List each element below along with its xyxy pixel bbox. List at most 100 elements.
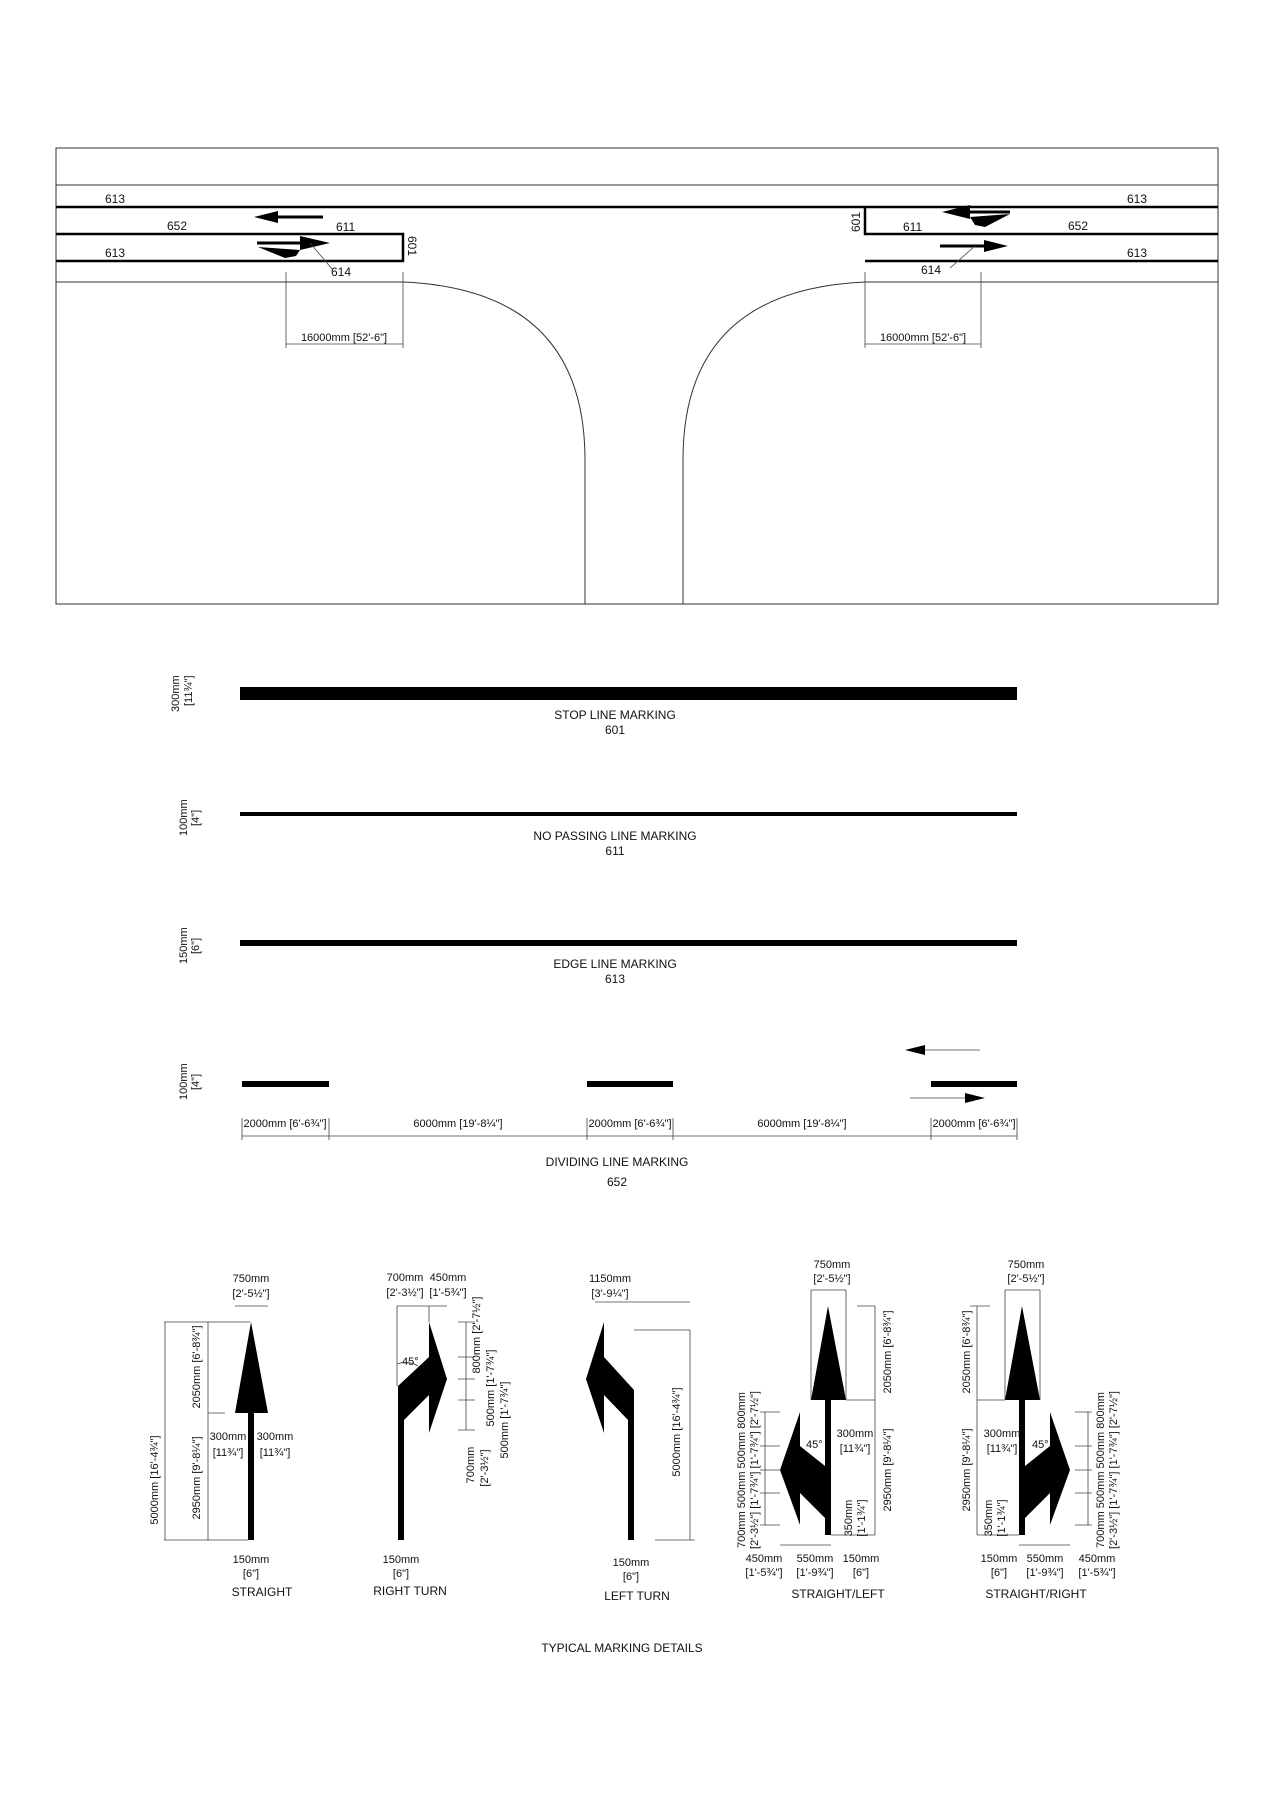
- dim-label: 150mm: [383, 1554, 420, 1566]
- dim-label: [11¾"]: [987, 1443, 1018, 1455]
- dim-label: 150mm: [843, 1553, 880, 1565]
- right-approach-lines: [863, 207, 1218, 236]
- marking-title: NO PASSING LINE MARKING: [533, 829, 696, 843]
- label-611: 611: [903, 220, 922, 234]
- dim-label: 700mm: [465, 1447, 477, 1484]
- dim-label: [6"]: [243, 1568, 259, 1580]
- label-614: 614: [331, 265, 351, 279]
- dim-label: 350mm: [843, 1500, 855, 1537]
- dim-label: [6"]: [853, 1567, 869, 1579]
- dim-label: 800mm [2'-7½"]: [471, 1297, 483, 1374]
- dim-label: [1'-9¾"]: [796, 1567, 833, 1579]
- dimension-label: 6000mm [19'-8¼"]: [413, 1118, 502, 1130]
- dim-label: 2050mm [6'-8¾"]: [191, 1325, 203, 1408]
- dim-label: [2'-3½"]: [386, 1287, 423, 1299]
- no-passing-line: [240, 812, 1017, 816]
- dim-label: 300mm: [257, 1431, 294, 1443]
- plan-arrow-right-eastbound: [940, 240, 1008, 252]
- straight-left-arrow-icon: [811, 1306, 846, 1400]
- angle-label: 45°: [806, 1439, 823, 1451]
- dim-label: 300mm: [210, 1431, 247, 1443]
- dim-label: [11¾"]: [260, 1447, 291, 1459]
- dim-label: 500mm [1'-7¾"]: [499, 1382, 511, 1459]
- dim-label: [11¾"]: [213, 1447, 244, 1459]
- arrow-straight-right-detail: 750mm [2'-5½"] 2050mm [6'-8¾"] 2950mm [9…: [961, 1259, 1120, 1601]
- dim-label: 5000mm [16'-4¾"]: [149, 1435, 161, 1524]
- arrow-right-turn-detail: 700mm [2'-3½"] 450mm [1'-5¾"] 800mm [2'-…: [373, 1272, 511, 1598]
- dim-label: 700mm: [387, 1272, 424, 1284]
- dimension-label: 16000mm [52'-6"]: [880, 332, 966, 344]
- curb-right: [682, 281, 866, 604]
- arrow-label: RIGHT TURN: [373, 1584, 447, 1598]
- dim-label: [6"]: [623, 1571, 639, 1583]
- dim-label: [3'-9¼"]: [591, 1288, 628, 1300]
- width-label: [6"]: [190, 938, 202, 954]
- leader-614-left: [309, 242, 334, 271]
- dimension-label: 6000mm [19'-8¼"]: [757, 1118, 846, 1130]
- marking-title: EDGE LINE MARKING: [553, 957, 676, 971]
- label-613: 613: [105, 192, 125, 206]
- dim-label: 550mm: [797, 1553, 834, 1565]
- dim-label: 500mm [1'-7¾"]: [485, 1350, 497, 1427]
- label-613: 613: [1127, 246, 1147, 260]
- label-611: 611: [336, 220, 355, 234]
- width-label: 150mm: [178, 927, 190, 964]
- arrow-straight-detail: 750mm [2'-5½"] 5000mm [16'-4¾"] 2050mm […: [149, 1273, 293, 1599]
- dim-label: [11¾"]: [840, 1443, 871, 1455]
- marking-title: DIVIDING LINE MARKING: [546, 1155, 689, 1169]
- dim-label: [2'-3½"]: [479, 1449, 491, 1486]
- plan-arrow-left-combo-614: [257, 236, 330, 258]
- dim-label: [1'-5¾"]: [1078, 1567, 1115, 1579]
- label-601: 601: [849, 212, 863, 232]
- marking-code: 652: [607, 1175, 627, 1189]
- stop-line-detail: 300mm [11¾"] STOP LINE MARKING 601: [170, 675, 1017, 737]
- dim-label: [1'-1¾"]: [996, 1499, 1008, 1536]
- width-label: [4"]: [190, 810, 202, 826]
- arrow-left-icon: [905, 1045, 925, 1055]
- dim-label: 2050mm [6'-8¾"]: [882, 1310, 894, 1393]
- arrow-label: LEFT TURN: [604, 1589, 670, 1603]
- dim-label: 550mm: [1027, 1553, 1064, 1565]
- dim-label: 700mm 500mm 500mm 800mm: [1095, 1392, 1107, 1548]
- dim-label: 150mm: [981, 1553, 1018, 1565]
- marking-title: STOP LINE MARKING: [554, 708, 676, 722]
- dim-label: 750mm: [1008, 1259, 1045, 1271]
- curb-left: [402, 281, 586, 604]
- marking-code: 613: [605, 972, 625, 986]
- marking-code: 601: [605, 723, 625, 737]
- dimension-label: 2000mm [6'-6¾"]: [932, 1118, 1015, 1130]
- angle-label: 45°: [402, 1356, 419, 1368]
- no-passing-line-detail: 100mm [4"] NO PASSING LINE MARKING 611: [178, 799, 1017, 858]
- label-613: 613: [105, 246, 125, 260]
- label-614: 614: [921, 263, 941, 277]
- width-label: 100mm: [178, 1063, 190, 1100]
- width-label: [11¾"]: [183, 675, 195, 706]
- dim-label: 2950mm [9'-8¼"]: [191, 1436, 203, 1519]
- dim-label: 450mm: [746, 1553, 783, 1565]
- dim-label: 750mm: [814, 1259, 851, 1271]
- right-turn-arrow-icon: [398, 1322, 447, 1540]
- dim-label: 300mm: [984, 1428, 1021, 1440]
- dim-label: [1'-9¾"]: [1026, 1567, 1063, 1579]
- arrow-right-icon: [965, 1093, 985, 1103]
- dimension-label: 16000mm [52'-6"]: [301, 332, 387, 344]
- dim-label: 1150mm: [589, 1273, 631, 1285]
- dim-label: 750mm: [233, 1273, 270, 1285]
- dim-label: [1'-1¾"]: [856, 1499, 868, 1536]
- dimension-left: [285, 272, 404, 348]
- dim-label: 150mm: [233, 1554, 270, 1566]
- left-approach-lines: [56, 232, 405, 263]
- dim-label: [2'-5½"]: [813, 1273, 850, 1285]
- dim-label: [1'-5¾"]: [429, 1287, 466, 1299]
- arrow-label: STRAIGHT/RIGHT: [985, 1587, 1087, 1601]
- label-652: 652: [1068, 219, 1088, 233]
- sheet-title: TYPICAL MARKING DETAILS: [541, 1641, 702, 1655]
- arrow-label: STRAIGHT: [232, 1585, 293, 1599]
- dim-label: [6"]: [393, 1568, 409, 1580]
- dim-label: 5000mm [16'-4¾"]: [671, 1387, 683, 1476]
- arrow-label: STRAIGHT/LEFT: [791, 1587, 885, 1601]
- dim-label: [6"]: [991, 1567, 1007, 1579]
- width-label: 300mm: [170, 675, 182, 712]
- dimension-right: [864, 272, 982, 348]
